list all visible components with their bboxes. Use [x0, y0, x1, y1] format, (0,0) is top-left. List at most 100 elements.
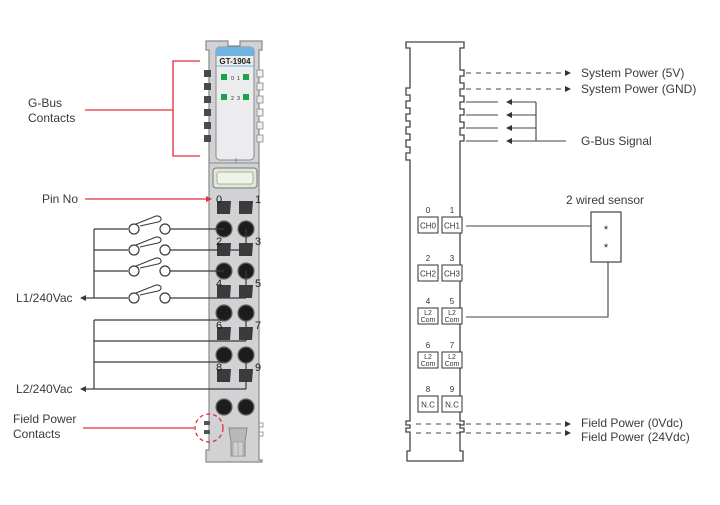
terminal-number: 0: [426, 206, 431, 215]
gbus-contact: [204, 122, 211, 129]
pin-number: 9: [255, 362, 261, 374]
terminal-release-slot: [239, 201, 253, 214]
pin-no-label: Pin No: [42, 192, 79, 206]
terminal-hole: [237, 304, 255, 322]
field-label-line1: Field Power: [13, 412, 77, 426]
terminal-number: 3: [450, 254, 455, 263]
pin-number: 5: [255, 278, 261, 290]
terminal-box: [441, 264, 463, 282]
sensor-box: [590, 211, 622, 263]
terminal-label: CH0: [420, 222, 437, 231]
terminal-release-slot: [217, 369, 231, 382]
right-notch: [256, 69, 264, 78]
gbus-arrow-icons: [506, 99, 512, 144]
terminal-box: [417, 351, 439, 369]
terminal-box: [441, 351, 463, 369]
terminal-label: N.C: [445, 401, 459, 410]
l1-arrow-icon: [80, 295, 86, 301]
led-label-2: 2: [231, 96, 234, 102]
gbus-contact: [204, 135, 211, 142]
l2-arrow-icon: [80, 386, 86, 392]
schematic-module: [405, 41, 465, 462]
release-lever: [212, 167, 258, 189]
switches: [128, 215, 171, 304]
pin-no-arrow-icon: [206, 196, 212, 202]
sys-gnd-arrow-icon: [565, 86, 571, 92]
switch-icon: [128, 236, 171, 256]
terminal-label: Com: [445, 317, 460, 324]
terminal-box: [417, 216, 439, 234]
schematic-terminal: 9N.C: [441, 385, 463, 413]
terminal-box: [441, 307, 463, 325]
pin-number: 1: [255, 194, 261, 206]
gbus-contact: [204, 83, 211, 90]
pin-number: 3: [255, 236, 261, 248]
led-2: [221, 94, 227, 100]
led-label-1: 1: [237, 76, 240, 82]
sys-5v-arrow-icon: [565, 70, 571, 76]
sys-5v-label: System Power (5V): [581, 66, 685, 80]
gbus-contact: [204, 109, 211, 116]
terminal-label: L2: [448, 310, 456, 317]
sensor-mark-1: *: [604, 224, 609, 236]
switch-icon: [128, 257, 171, 277]
terminal-box: [441, 216, 463, 234]
pin-number: 0: [216, 194, 222, 206]
switch-icon: [128, 215, 171, 235]
terminal-label: Com: [421, 317, 436, 324]
sensor-wiring: [466, 225, 609, 318]
gbus-contact: [204, 70, 211, 77]
right-notches: [256, 69, 264, 143]
terminal-number: 5: [450, 297, 455, 306]
led-3: [243, 94, 249, 100]
sensor-label: 2 wired sensor: [566, 193, 645, 207]
terminal-hole: [215, 304, 233, 322]
gbus-contacts-label: G-Bus Contacts: [28, 96, 75, 126]
terminal-number: 7: [450, 341, 455, 350]
right-notch: [256, 108, 264, 117]
terminal-label: L2: [448, 354, 456, 361]
l1-label: L1/240Vac: [16, 291, 73, 305]
field-contact-2: [204, 430, 210, 434]
sys-gnd-label: System Power (GND): [581, 82, 697, 96]
pin-number: 6: [216, 320, 222, 332]
led-1: [243, 74, 249, 80]
switch-icon: [128, 284, 171, 304]
l2-label: L2/240Vac: [16, 382, 73, 396]
terminal-hole: [237, 398, 255, 416]
terminal-release-slot: [217, 201, 231, 214]
right-notch: [256, 82, 264, 91]
gbus-signal-lines: [466, 101, 566, 142]
right-notch: [256, 121, 264, 130]
terminal-number: 6: [426, 341, 431, 350]
pin-number: 7: [255, 320, 261, 332]
terminal-box: [417, 395, 439, 413]
pin-number: 8: [216, 362, 222, 374]
terminal-label: CH2: [420, 270, 437, 279]
terminal-number: 4: [426, 297, 431, 306]
gbus-label-line1: G-Bus: [28, 96, 63, 110]
terminal-number: 9: [450, 385, 455, 394]
right-notch: [256, 95, 264, 104]
field-0v-arrow-icon: [565, 421, 571, 427]
gbus-contacts: [204, 70, 211, 142]
schematic-outline: [405, 41, 465, 462]
sensor-mark-2: *: [604, 242, 609, 254]
terminal-label: CH1: [444, 222, 461, 231]
terminal-release-slot: [217, 285, 231, 298]
terminal-box: [441, 395, 463, 413]
left-wiring: [84, 228, 247, 390]
field-power-lines: [416, 423, 565, 434]
field-callout-circle: [194, 413, 224, 443]
terminal-label: Com: [421, 361, 436, 368]
led-label-0: 0: [231, 76, 234, 82]
